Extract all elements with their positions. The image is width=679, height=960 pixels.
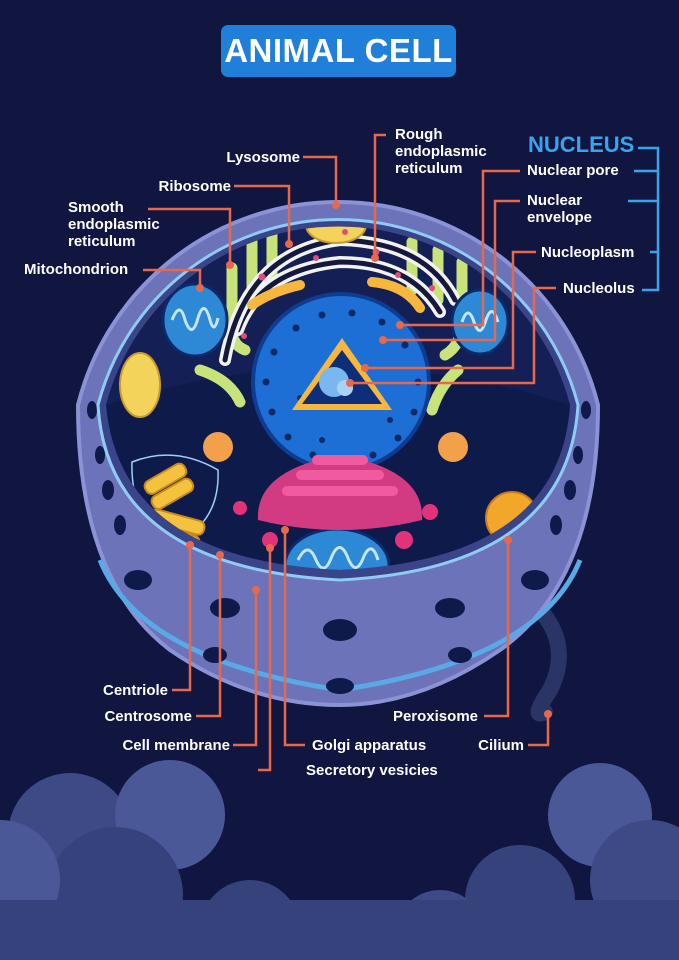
- label-ribosome: Ribosome: [158, 178, 231, 195]
- mitochondrion-right: [450, 288, 510, 356]
- label-golgi-apparatus: Golgi apparatus: [312, 737, 427, 754]
- lysosome-left: [119, 352, 161, 418]
- label-lysosome: Lysosome: [226, 149, 300, 166]
- nucleus-bracket: [628, 146, 660, 292]
- label-nuclear-pore: Nuclear pore: [527, 162, 619, 179]
- membrane-pores: [87, 401, 591, 694]
- nuclear-pores: [262, 309, 422, 466]
- label-secretory-vesicles: Secretory vesicies: [306, 762, 438, 779]
- clouds: [0, 760, 679, 960]
- page-title: ANIMAL CELL: [221, 25, 456, 77]
- label-smooth-er: Smooth endoplasmic reticulum: [68, 199, 160, 250]
- label-cilium: Cilium: [478, 737, 524, 754]
- label-cell-membrane: Cell membrane: [122, 737, 230, 754]
- label-peroxisome: Peroxisome: [392, 708, 478, 725]
- label-centriole: Centriole: [102, 682, 168, 699]
- label-mitochondrion: Mitochondrion: [24, 261, 129, 278]
- label-centrosome: Centrosome: [104, 708, 192, 725]
- lysosome-top: [305, 226, 367, 244]
- nucleus-heading: NUCLEUS: [528, 132, 635, 157]
- leader-lines: [143, 133, 556, 772]
- label-nucleolus: Nucleolus: [563, 280, 635, 297]
- cilium-tail: [522, 592, 567, 722]
- label-nuclear-envelope: Nuclear envelope: [527, 192, 593, 226]
- golgi-apparatus-shape: [233, 455, 438, 549]
- label-rough-er: Rough endoplasmic reticulum: [395, 126, 487, 177]
- mitochondrion-left: [161, 282, 229, 358]
- label-nucleoplasm: Nucleoplasm: [541, 244, 635, 261]
- leader-dots: [186, 201, 552, 718]
